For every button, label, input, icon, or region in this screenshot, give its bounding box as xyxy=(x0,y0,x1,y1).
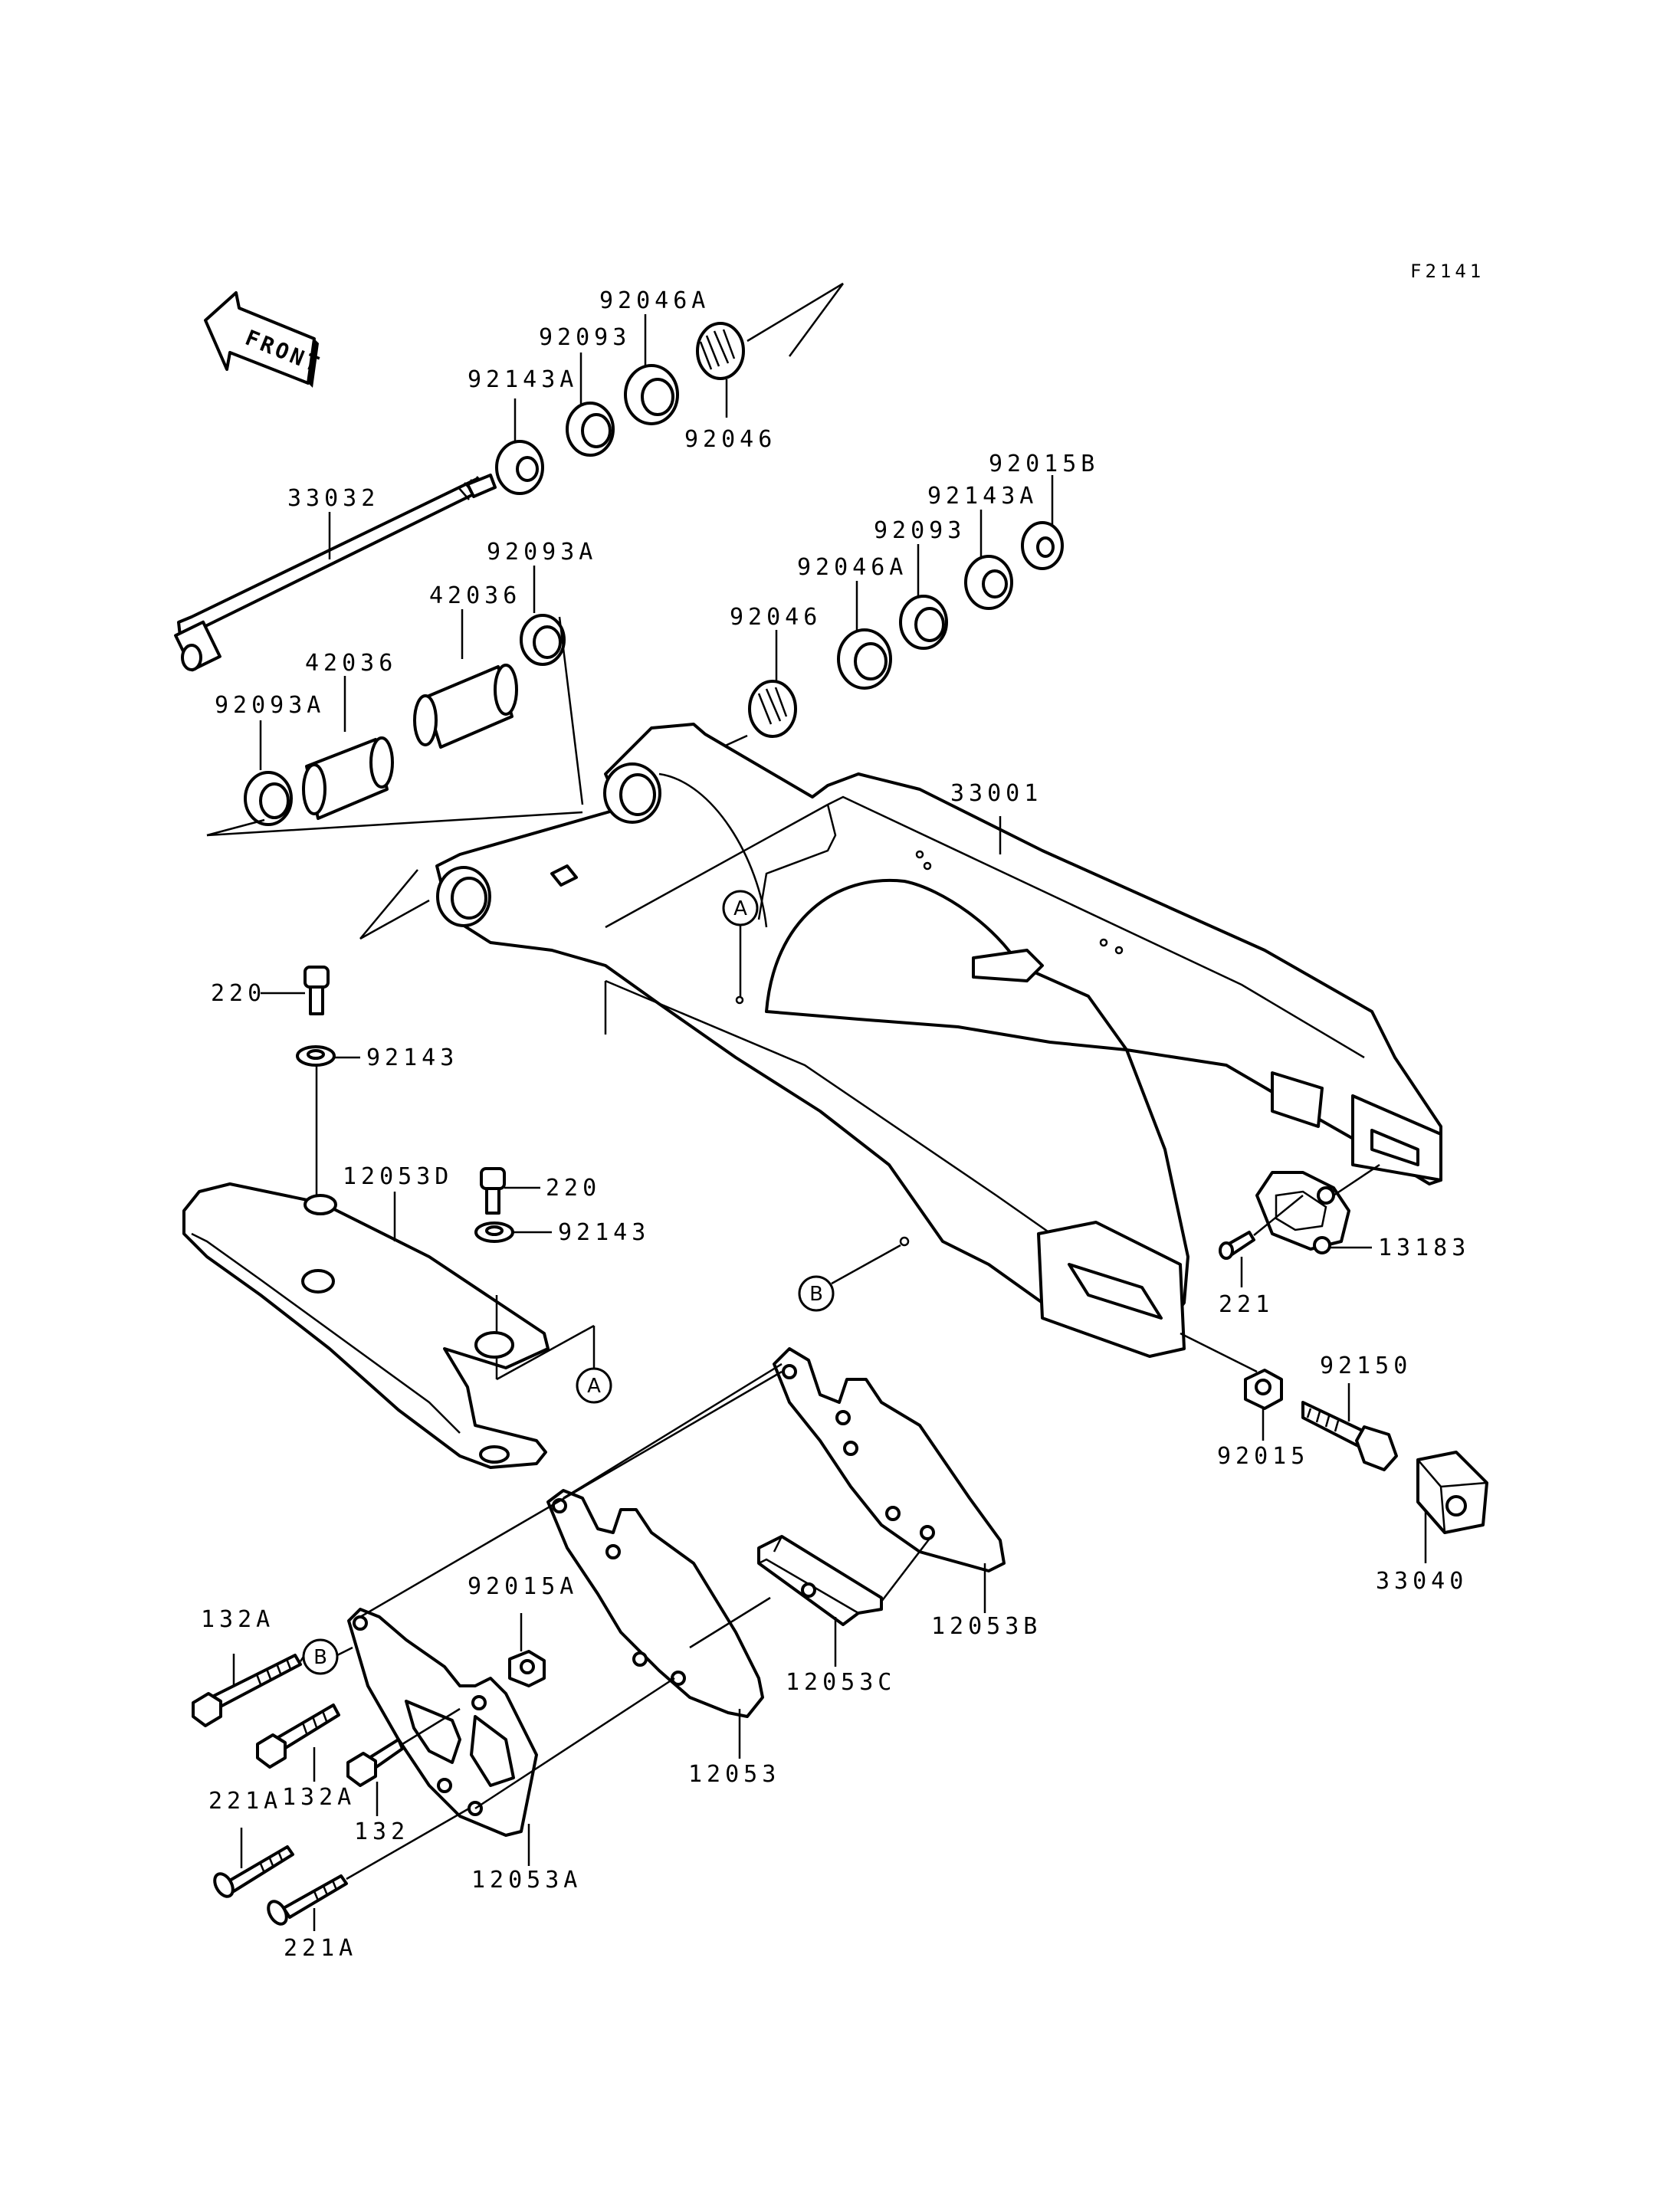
svg-text:B: B xyxy=(313,1646,327,1669)
label-92015: 92015 xyxy=(1217,1443,1309,1470)
label-42036-a: 42036 xyxy=(429,582,521,609)
label-92093a-left: 92093A xyxy=(215,692,325,719)
label-221a-a: 221A xyxy=(208,1788,282,1815)
label-92093-top: 92093 xyxy=(539,324,631,351)
bolt-132 xyxy=(346,1738,404,1787)
spacer-a xyxy=(413,664,518,749)
label-221a-b: 221A xyxy=(284,1935,357,1962)
svg-text:A: A xyxy=(733,897,747,920)
spacer-b xyxy=(302,736,394,820)
ref-marker-a-top: A xyxy=(722,890,759,996)
chain-guide-12053 xyxy=(546,1489,764,1718)
chain-guide-12053c xyxy=(757,1535,883,1626)
chain-guide-12053a xyxy=(347,1608,538,1837)
svg-text:B: B xyxy=(809,1283,823,1306)
ref-marker-b-low: B xyxy=(302,1638,339,1675)
label-92150: 92150 xyxy=(1320,1353,1412,1379)
bearing-stack-right xyxy=(748,521,1064,738)
seal-92093a-left xyxy=(244,771,293,826)
adjuster-block-33040 xyxy=(1416,1451,1488,1534)
front-arrow-icon: FRONT xyxy=(204,291,325,388)
screw-221a-a xyxy=(213,1845,294,1898)
seal-92093a-mid xyxy=(520,614,566,666)
ref-marker-a-low: A xyxy=(576,1367,612,1404)
plate-13183 xyxy=(1255,1171,1350,1254)
washer-92143-b xyxy=(474,1221,514,1243)
label-42036-b: 42036 xyxy=(305,650,397,677)
bolt-220-a xyxy=(304,966,330,1015)
label-132a-a: 132A xyxy=(201,1606,274,1633)
label-220-a: 220 xyxy=(211,980,266,1007)
screw-221 xyxy=(1219,1231,1255,1260)
label-92093a-mid: 92093A xyxy=(487,539,597,566)
bolt-220-b xyxy=(480,1167,506,1215)
label-92143-a: 92143 xyxy=(366,1044,458,1071)
chain-slider-12053d xyxy=(182,1182,550,1469)
label-12053b: 12053B xyxy=(931,1613,1042,1640)
label-33001: 33001 xyxy=(950,780,1042,807)
label-220-b: 220 xyxy=(546,1175,601,1202)
chain-guide-12053b xyxy=(773,1347,1006,1572)
label-13183: 13183 xyxy=(1378,1235,1470,1261)
label-92015b: 92015B xyxy=(989,451,1099,477)
label-33032: 33032 xyxy=(287,485,379,512)
bolt-92150 xyxy=(1301,1401,1398,1471)
label-132: 132 xyxy=(354,1818,409,1845)
bearing-stack-top xyxy=(495,282,845,495)
label-12053c: 12053C xyxy=(786,1669,896,1696)
label-132a-b: 132A xyxy=(282,1784,356,1811)
label-92143a-top: 92143A xyxy=(468,366,578,393)
label-92143-b: 92143 xyxy=(558,1219,650,1246)
label-92046a-top: 92046A xyxy=(599,287,710,314)
label-12053a: 12053A xyxy=(471,1867,582,1894)
label-92046-right: 92046 xyxy=(730,604,822,631)
washer-92143-a xyxy=(296,1045,336,1067)
bolt-132a-b xyxy=(256,1703,340,1769)
label-92143a-right: 92143A xyxy=(927,483,1038,510)
nut-92015a xyxy=(508,1650,546,1687)
label-92015a: 92015A xyxy=(468,1573,578,1600)
swingarm xyxy=(435,723,1442,1358)
label-92046-top: 92046 xyxy=(684,426,776,453)
nut-92015 xyxy=(1244,1369,1283,1410)
bolt-132a-a xyxy=(192,1654,302,1727)
svg-text:A: A xyxy=(587,1375,601,1398)
label-92046a-right: 92046A xyxy=(797,554,907,581)
label-12053: 12053 xyxy=(688,1761,780,1788)
label-221: 221 xyxy=(1219,1291,1274,1318)
label-12053d: 12053D xyxy=(343,1163,453,1190)
ref-marker-b-mid: B xyxy=(798,1244,901,1312)
label-33040: 33040 xyxy=(1376,1568,1468,1595)
screw-221a-b xyxy=(267,1874,348,1926)
label-92093-right: 92093 xyxy=(874,517,966,544)
figure-code: F2141 xyxy=(1410,261,1485,282)
